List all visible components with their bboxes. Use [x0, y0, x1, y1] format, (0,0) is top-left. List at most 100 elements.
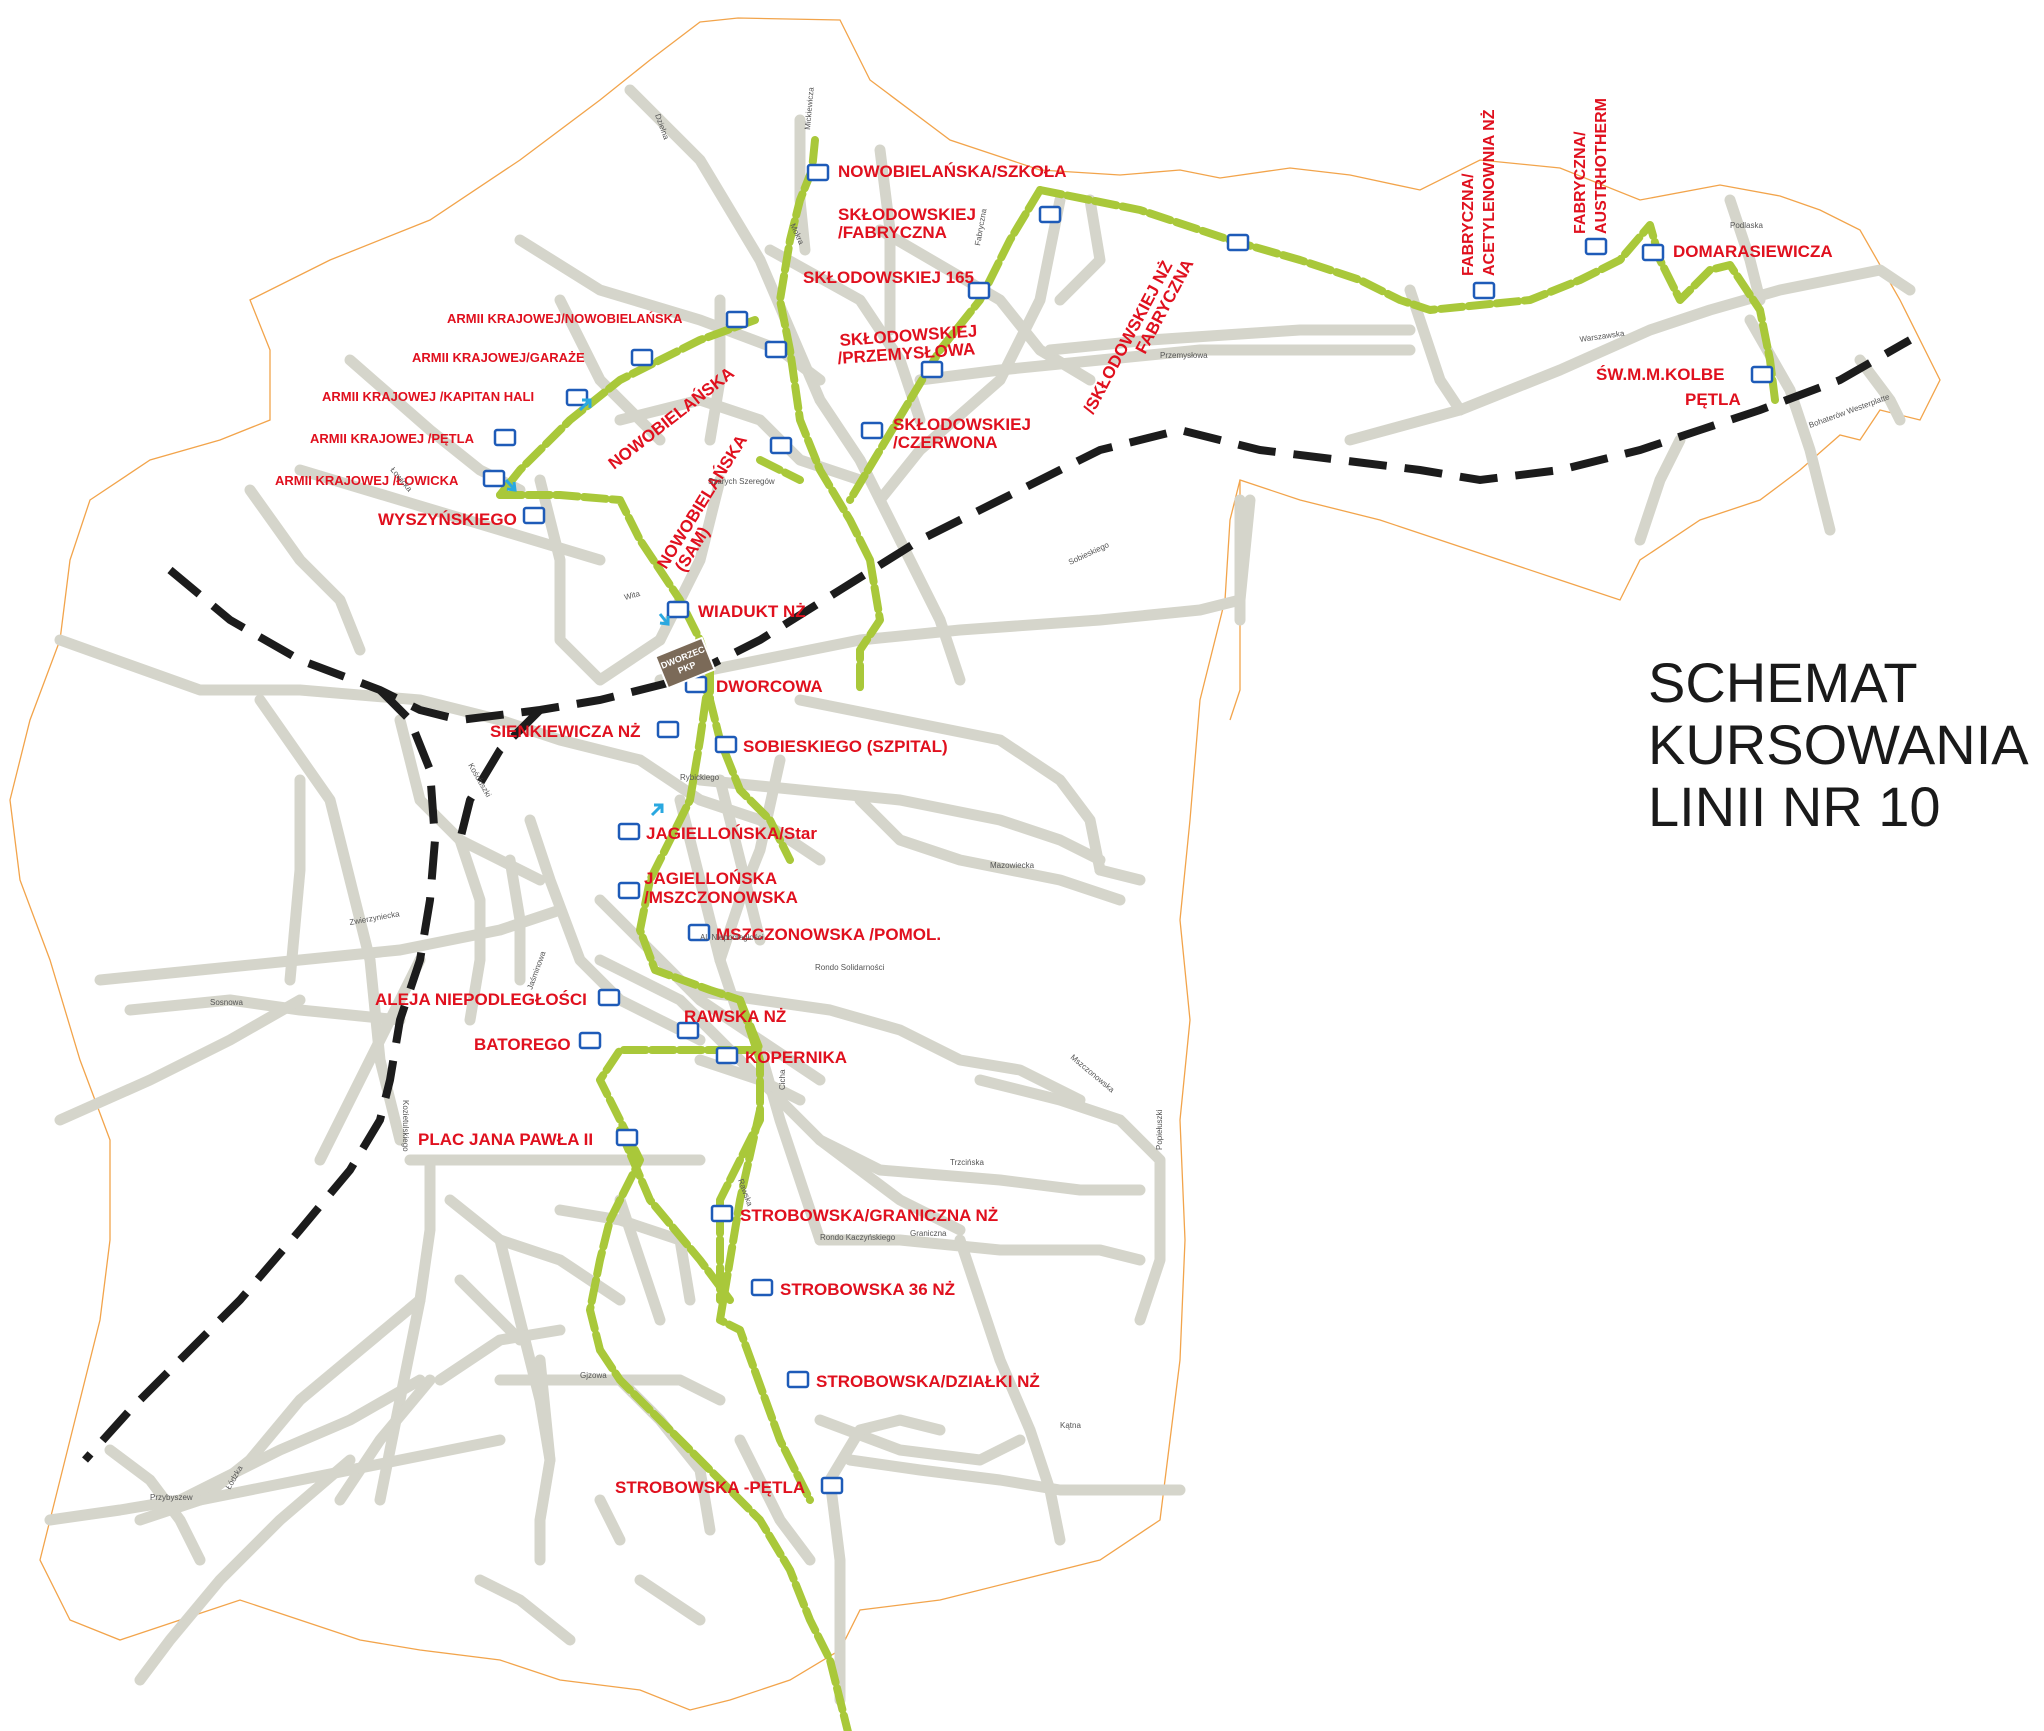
railway	[82, 336, 1912, 1463]
stop-label: /MSZCZONOWSKA	[644, 888, 798, 907]
stop-label: SKŁODOWSKIEJ	[838, 205, 976, 224]
stop-label: WYSZYŃSKIEGO	[378, 510, 517, 529]
stop-label: STROBOWSKA/DZIAŁKI NŻ	[816, 1372, 1040, 1391]
street-label: Kątna	[1060, 1421, 1081, 1430]
stop-label: JAGIELLOŃSKA/Star	[646, 824, 817, 843]
bus-stop-icon	[597, 988, 621, 1007]
bus-stop-icon	[967, 281, 991, 300]
stop-label: ALEJA NIEPODLEGŁOŚCI	[375, 990, 587, 1009]
title-line: KURSOWANIA	[1648, 713, 2029, 776]
arrow-icon	[578, 398, 592, 412]
bus-stop-icon	[1750, 365, 1774, 384]
street-label: Podlaska	[1730, 221, 1763, 230]
stop-label: STROBOWSKA/GRANICZNA NŻ	[740, 1206, 998, 1225]
street-label: Popiełuszki	[1155, 1109, 1164, 1150]
bus-stop-icon	[715, 1046, 739, 1065]
stop-label: /CZERWONA	[893, 433, 998, 452]
stop-label: SOBIESKIEGO (SZPITAL)	[743, 737, 948, 756]
bus-stop-icon	[920, 360, 944, 379]
street-label: Trzcińska	[950, 1158, 984, 1167]
bus-stop-icon	[666, 600, 690, 619]
stop-icons	[482, 163, 1774, 1495]
title-line: LINII NR 10	[1648, 775, 1941, 838]
stop-label: PĘTLA	[1685, 390, 1741, 409]
street-label: Mazowiecka	[990, 861, 1035, 870]
street-label: Sosnowa	[210, 998, 243, 1007]
street-label: Al. Niepodległości	[700, 933, 764, 942]
stop-label: ŚW.M.M.KOLBE	[1596, 365, 1724, 384]
stop-label: NOWOBIELAŃSKA/SZKOŁA	[838, 162, 1067, 181]
bus-stop-icon	[1038, 205, 1062, 224]
street-label: Kozietulskiego	[401, 1100, 410, 1152]
bus-stop-icon	[617, 881, 641, 900]
stop-label: STROBOWSKA -PĘTLA	[615, 1478, 805, 1497]
stop-label: ARMII KRAJOWEJ /ŁOWICKA	[275, 473, 459, 488]
bus-stop-icon	[630, 348, 654, 367]
street-label: Rondo Kaczyńskiego	[820, 1233, 896, 1242]
bus-stop-icon	[725, 310, 749, 329]
street-label: Rybickiego	[680, 773, 720, 782]
street-label: Przybyszew	[150, 1493, 193, 1502]
stop-label: BATOREGO	[474, 1035, 571, 1054]
stop-label: RAWSKA NŻ	[684, 1007, 786, 1026]
street-label: Gjzowa	[580, 1371, 607, 1380]
road-network	[44, 84, 1916, 1706]
bus-stop-icon	[1472, 281, 1496, 300]
stop-label: /FABRYCZNA	[838, 223, 947, 242]
street-label: Sobieskiego	[1067, 540, 1111, 567]
street-label: Cicha	[778, 1069, 787, 1090]
stop-label: ACETYLENOWNIA NŻ	[1480, 109, 1498, 276]
street-label: Wita	[623, 589, 641, 602]
stop-label: ARMII KRAJOWEJ /KAPITAN HALI	[322, 389, 534, 404]
bus-stop-icon	[806, 163, 830, 182]
bus-stop-icon	[769, 436, 793, 455]
bus-stop-icon	[522, 506, 546, 525]
bus-stop-icon	[1584, 237, 1608, 256]
stop-label: PLAC JANA PAWŁA II	[418, 1130, 593, 1149]
stop-label: JAGIELLOŃSKA	[644, 869, 777, 888]
stop-label: DWORCOWA	[716, 677, 823, 696]
street-label: Szarych Szeregów	[708, 477, 775, 486]
stop-label: SIENKIEWICZA NŻ	[490, 722, 640, 741]
bus-stop-icon	[676, 1021, 700, 1040]
map-title: SCHEMAT KURSOWANIA LINII NR 10	[1648, 652, 2029, 838]
bus-stop-icon	[786, 1370, 810, 1389]
stop-label: ARMII KRAJOWEJ /PĘTLA	[310, 431, 475, 446]
street-labels: Dzielna Mokra Mickiewicza Przemysłowa Sz…	[150, 86, 1891, 1502]
stop-label: SKŁODOWSKIEJ 165	[803, 268, 974, 287]
bus-stop-icon	[714, 735, 738, 754]
direction-arrows	[504, 398, 670, 817]
bus-stop-icon	[615, 1128, 639, 1147]
stop-label: SKŁODOWSKIEJ	[893, 415, 1031, 434]
stop-label: FABRYCZNA/	[1572, 131, 1589, 234]
stop-label: WIADUKT NŻ	[698, 602, 806, 621]
bus-stop-icon	[764, 340, 788, 359]
bus-stop-icon	[617, 822, 641, 841]
bus-stop-icon	[750, 1278, 774, 1297]
street-label: Graniczna	[910, 1229, 947, 1238]
stop-label: STROBOWSKA 36 NŻ	[780, 1280, 955, 1299]
bus-stop-icon	[1641, 243, 1665, 262]
stop-label: FABRYCZNA/	[1460, 173, 1477, 276]
street-label: Mszczonowska	[1069, 1053, 1117, 1095]
bus-stop-icon	[656, 720, 680, 739]
stop-label: MSZCZONOWSKA /POMOL.	[716, 925, 941, 944]
bus-stop-icon	[565, 388, 589, 407]
street-label: Mickiewicza	[803, 86, 816, 130]
street-label: Jaśminowa	[525, 949, 547, 990]
route-line-10	[496, 136, 1779, 1731]
title-line: SCHEMAT	[1648, 651, 1918, 714]
arrow-icon	[650, 803, 664, 817]
bus-stop-icon	[482, 469, 506, 488]
arrow-icon	[504, 478, 517, 492]
bus-stop-icon	[710, 1204, 734, 1223]
street-label: Przemysłowa	[1160, 351, 1208, 360]
stop-label: ARMII KRAJOWEJ/NOWOBIELAŃSKA	[447, 311, 683, 326]
bus-stop-icon	[1226, 233, 1250, 252]
bus-stop-icon	[687, 923, 711, 942]
stop-label: AUSTRHOTHERM	[1593, 98, 1610, 234]
arrow-icon	[658, 613, 670, 626]
stop-label: ARMII KRAJOWEJ/GARAŻE	[412, 350, 585, 365]
bus-stop-icon	[860, 421, 884, 440]
